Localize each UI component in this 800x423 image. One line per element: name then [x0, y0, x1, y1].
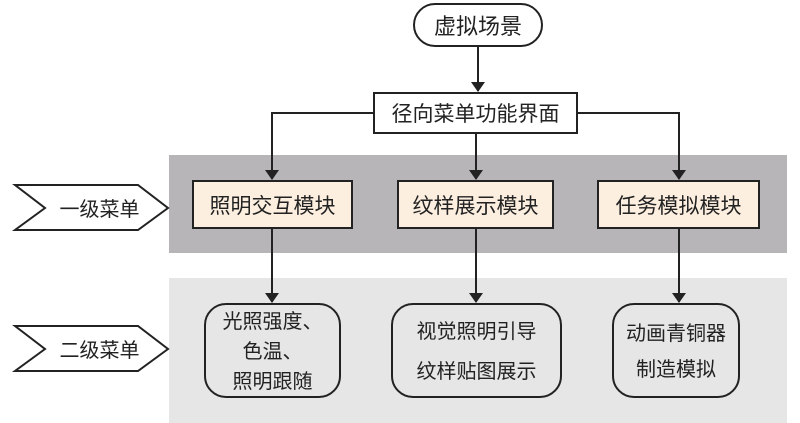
submenu-pattern: 视觉照明引导 纹样贴图展示	[391, 303, 562, 398]
module-lighting-interaction: 照明交互模块	[192, 180, 353, 229]
submenu-lighting-line-3: 照明跟随	[232, 368, 313, 393]
level2-tag: 二级菜单	[15, 326, 168, 371]
module-pattern-display: 纹样展示模块	[397, 180, 554, 229]
module-task-simulation: 任务模拟模块	[597, 180, 760, 229]
submenu-task-line-1: 动画青铜器	[626, 320, 726, 345]
submenu-lighting: 光照强度、 色温、 照明跟随	[204, 303, 341, 398]
submenu-pattern-line-2: 纹样贴图展示	[416, 358, 537, 383]
arrow-radial-to-module-1	[265, 112, 373, 180]
level1-tag-label: 一级菜单	[59, 197, 140, 221]
submenu-task-line-2: 制造模拟	[636, 356, 716, 381]
level2-tag-label: 二级菜单	[59, 338, 140, 362]
submenu-lighting-line-1: 光照强度、	[222, 308, 323, 333]
start-node-virtual-scene: 虚拟场景	[413, 3, 543, 47]
submenu-lighting-line-2: 色温、	[242, 338, 303, 363]
level1-tag-shape	[11, 184, 170, 231]
arrow-radial-to-module-3	[578, 112, 686, 180]
level1-tag: 一级菜单	[15, 185, 168, 230]
submenu-pattern-line-1: 视觉照明引导	[416, 318, 537, 343]
radial-menu-node: 径向菜单功能界面	[373, 92, 578, 134]
submenu-task: 动画青铜器 制造模拟	[612, 303, 740, 398]
level2-tag-shape	[11, 325, 170, 372]
